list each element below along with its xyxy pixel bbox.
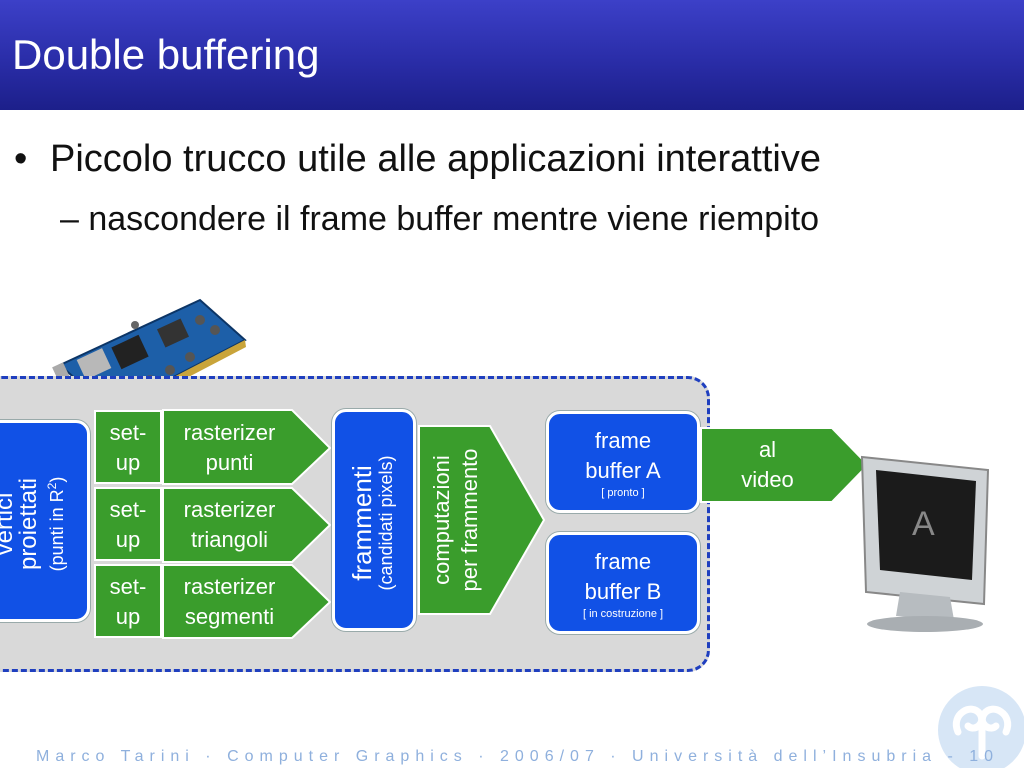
slide-title: Double buffering [12,31,320,78]
bullet-sub: – nascondere il frame buffer mentre vien… [60,200,820,238]
vertici-label-group: vertici proiettati (punti in R2) [0,419,67,629]
vertici-sub-label: (punti in R2) [45,476,67,572]
al-video-arrow [700,427,870,503]
rasterizer-arrows [162,409,332,639]
bullet-main: Piccolo trucco utile alle applicazioni i… [50,138,821,180]
vertici-box: vertici proiettati (punti in R2) [0,420,90,622]
proiettati-label: proiettati [15,477,42,571]
frame-buffer-b: frame buffer B [ in costruzione ] [546,532,700,634]
setup-box-2: set-up [94,487,162,561]
monitor-icon [860,455,990,632]
title-bar: Double buffering [0,0,1024,110]
bullet-symbol: • [14,138,28,180]
computazioni-arrow [418,425,546,615]
fb-a-status: [ pronto ] [601,487,645,499]
fb-b-status: [ in costruzione ] [582,608,664,620]
frammenti-box: frammenti (candidati pixels) [332,409,416,631]
frammenti-label: frammenti [347,465,377,581]
monitor-screen-letter: A [912,505,935,543]
setup-box-3: set-up [94,564,162,638]
setup-box-1: set-up [94,410,162,484]
footer-text: Marco Tarini · Computer Graphics · 2006/… [36,748,1000,765]
frame-buffer-a: frame buffer A [ pronto ] [546,411,700,513]
university-logo-icon [938,686,1024,768]
frammenti-sub-label: (candidati pixels) [376,455,396,591]
